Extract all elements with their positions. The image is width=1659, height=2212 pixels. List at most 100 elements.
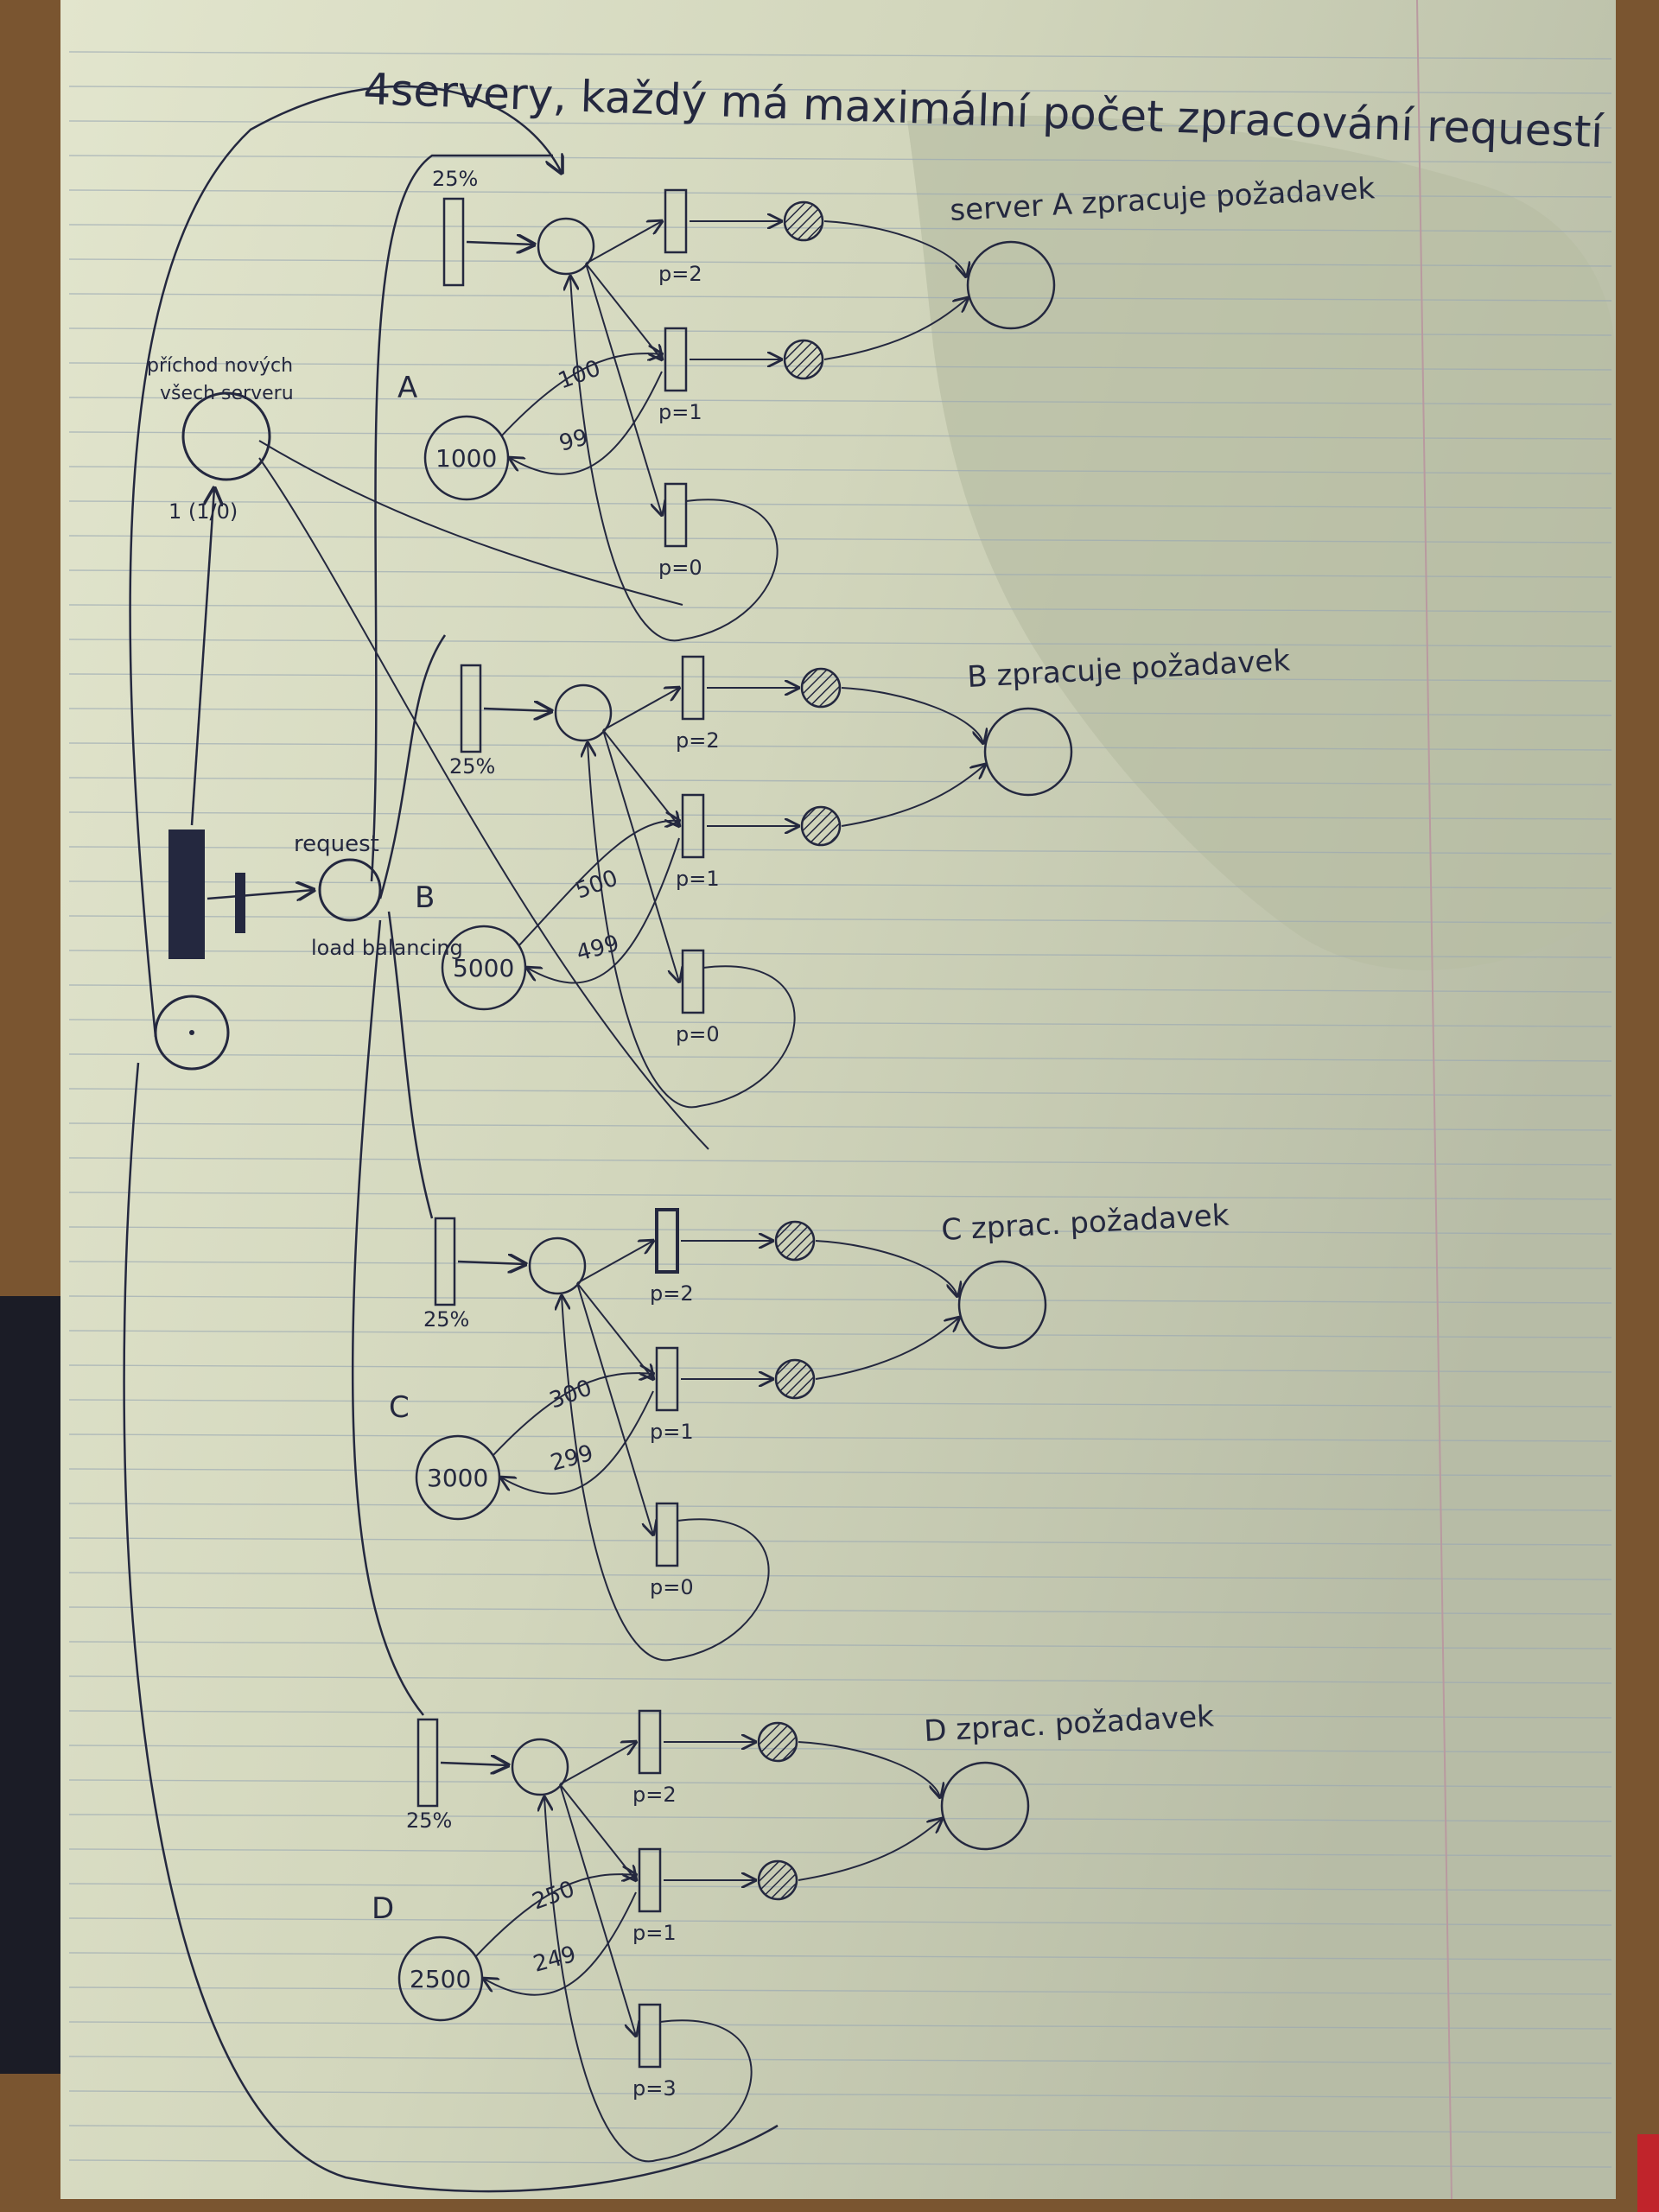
arc-gen-request [207,890,314,899]
ruled-line [68,224,1612,232]
ruled-line [68,1779,1612,1788]
arc-p0-loop [562,1296,770,1662]
arc-hatched-done-p2 [798,1741,940,1797]
ruled-line [68,1364,1612,1373]
hatched-place-p1 [800,805,842,847]
done-place [983,707,1073,797]
incoming-place [528,1236,587,1295]
loop-outer-left [123,1062,779,2193]
priority-label-p0: p=0 [650,1575,694,1599]
pool-tokens: 3000 [427,1464,488,1492]
arc-pool-take [492,1373,653,1457]
ruled-line [68,1537,1612,1546]
arc-incoming-p1 [576,1282,653,1379]
generator-transition [168,830,205,959]
ruled-line [68,1226,1612,1235]
arc-hatched-done-p1 [823,298,968,360]
arc-pool-take [518,821,679,947]
arc-incoming-p2 [576,1241,653,1284]
counter-label-line1: příchod nových [147,355,293,377]
ruled-line [68,1468,1612,1477]
arc-hatched-done-p2 [823,220,966,276]
ruled-line [68,1122,1612,1131]
ruled-line [68,1088,1612,1096]
arc-hatched-done-p2 [841,687,983,743]
priority-label-p0: p=3 [632,2076,677,2101]
ruled-line [68,1641,1612,1649]
priority-label-p1: p=1 [650,1420,694,1444]
ruled-line [68,1399,1612,1408]
ruled-line [68,1019,1612,1027]
arc-incoming-p0 [559,1783,636,2036]
incoming-place [554,683,613,742]
ruled-line [68,327,1612,336]
margin-line [1416,0,1452,2200]
branch-to-C [387,911,434,1219]
ruled-line [68,604,1612,613]
ruled-line [68,2125,1612,2133]
arc-share-incoming [483,709,551,711]
ruled-line [68,984,1612,993]
ruled-line [68,1814,1612,1822]
ruled-line [68,811,1612,820]
ruled-line [68,1848,1612,1857]
arc-pool-return [510,371,663,475]
ruled-line [68,1710,1612,1719]
ruled-line [68,2021,1612,2030]
pool-tokens: 2500 [410,1965,471,1993]
share-transition [460,664,482,753]
arc-incoming-p1 [585,263,662,359]
arc-hatched-done-p1 [798,1819,942,1881]
request-label: request [294,831,379,857]
done-place [966,240,1056,330]
priority-label-p2: p=2 [632,1783,677,1807]
transition-p1 [664,327,688,392]
ruled-line [68,569,1612,578]
ruled-line [68,1433,1612,1442]
ruled-line [68,1745,1612,1753]
arc-incoming-p2 [559,1742,636,1785]
ruled-line [68,535,1612,543]
share-label: 25% [449,754,495,779]
priority-label-p2: p=2 [650,1281,694,1306]
ruled-line [68,1053,1612,1062]
pool-label: B [415,880,435,915]
ruled-line [68,1883,1612,1891]
transition-p1 [655,1346,679,1412]
priority-label-p1: p=1 [676,867,720,891]
pool-tokens: 5000 [453,954,514,982]
arc-pool-take [500,353,662,437]
red-object [1637,2134,1659,2212]
arc-hatched-done-p2 [815,1240,957,1296]
ruled-line [68,155,1612,163]
done-place [957,1260,1047,1350]
ruled-line [68,293,1612,302]
priority-label-p0: p=0 [658,556,702,580]
hatched-place-p2 [783,200,824,242]
branch-to-D [351,919,424,1716]
ruled-line [68,1917,1612,1926]
ruled-line [68,120,1612,129]
ruled-line [68,880,1612,889]
hatched-place-p2 [757,1721,798,1763]
ruled-line [68,500,1612,509]
priority-label-p2: p=2 [658,262,702,286]
pool-label: D [372,1891,394,1926]
ruled-line [68,466,1612,474]
ruled-line [68,846,1612,855]
done-place [940,1761,1030,1851]
pool-label: C [389,1390,410,1425]
share-label: 25% [432,167,478,191]
ruled-line [68,431,1612,440]
incoming-place [537,217,595,276]
ruled-line [68,86,1612,94]
priority-label-p1: p=1 [632,1921,677,1945]
ruled-line [68,915,1612,924]
hatched-place-p1 [774,1358,816,1400]
priority-label-p1: p=1 [658,400,702,424]
hatched-place-p1 [757,1859,798,1901]
share-transition [442,197,465,287]
ruled-line [68,51,1612,60]
incoming-place [511,1738,569,1796]
